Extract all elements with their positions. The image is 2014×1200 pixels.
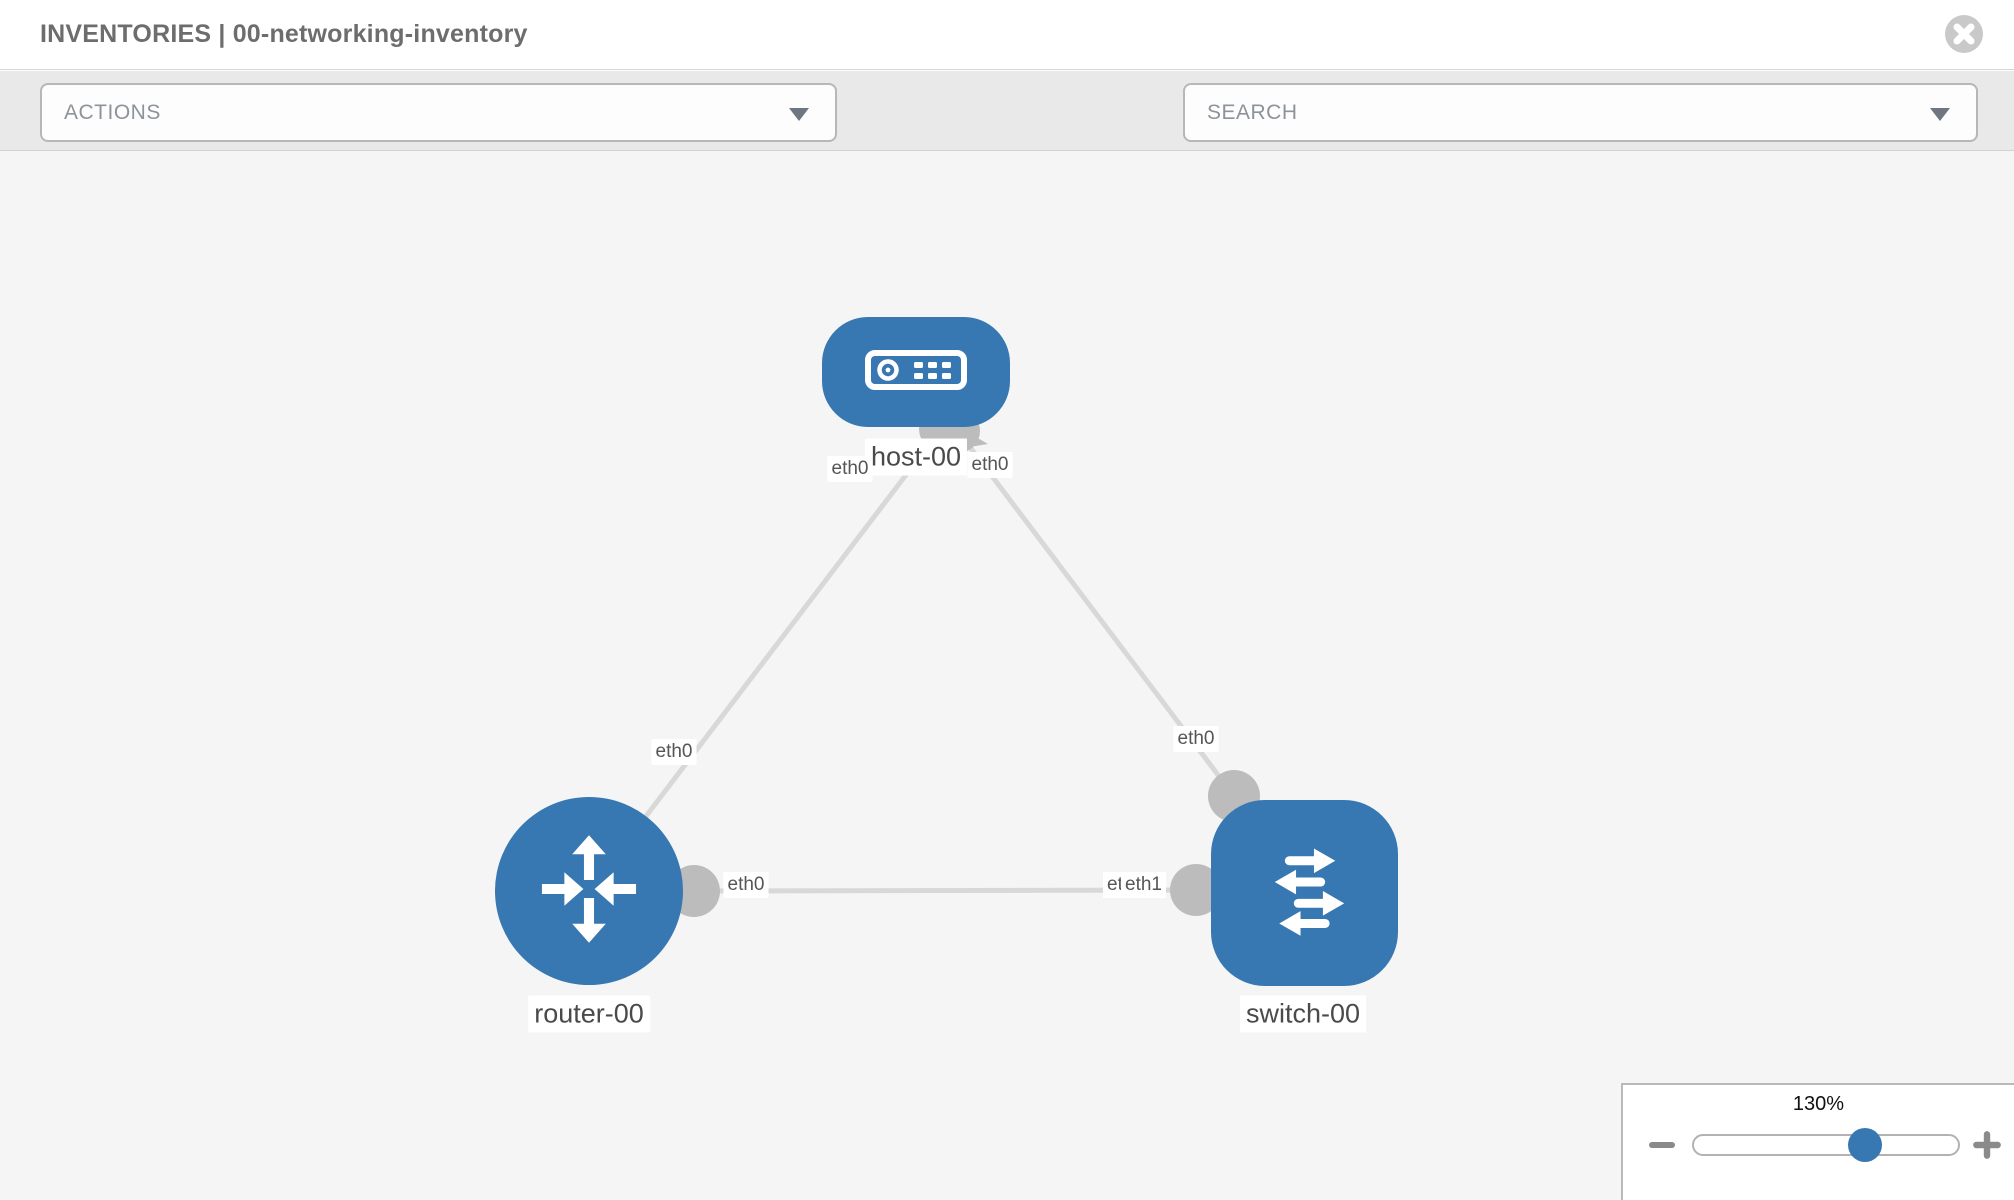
toolbar: ACTIONS SEARCH xyxy=(0,71,2014,203)
zoom-control-panel: 130% xyxy=(1621,1083,2014,1200)
minus-icon[interactable] xyxy=(1647,1130,1677,1165)
interface-label-router-eth0-to-switch: eth0 xyxy=(723,872,769,898)
switch-icon xyxy=(1249,835,1361,952)
topology-canvas[interactable]: host-00 router-00 switch-00 eth0 eth0 et… xyxy=(0,151,2014,1200)
page-title: INVENTORIES | 00-networking-inventory xyxy=(40,20,528,48)
search-dropdown-label: SEARCH xyxy=(1207,101,1298,124)
host-icon xyxy=(864,348,968,397)
node-label-host-00: host-00 xyxy=(864,438,968,476)
chevron-down-icon xyxy=(789,108,809,121)
chevron-down-icon xyxy=(1930,108,1950,121)
endpoint-switch-eth1 xyxy=(1170,864,1222,916)
header: INVENTORIES | 00-networking-inventory xyxy=(0,0,2014,70)
actions-dropdown-label: ACTIONS xyxy=(64,101,161,124)
interface-label-switch-eth1-to-router: eth1 xyxy=(1121,872,1166,898)
plus-icon[interactable] xyxy=(1971,1129,2003,1166)
node-host-00[interactable] xyxy=(822,317,1010,427)
node-router-00[interactable] xyxy=(495,797,683,985)
links-layer xyxy=(587,407,1260,917)
interface-label-switch-eth0-to-host: eth0 xyxy=(1173,726,1219,752)
search-dropdown[interactable]: SEARCH xyxy=(1183,83,1978,142)
interface-label-router-eth0-to-host: eth0 xyxy=(651,739,697,765)
close-icon[interactable] xyxy=(1944,14,1984,54)
router-icon xyxy=(533,833,645,950)
node-label-switch-00: switch-00 xyxy=(1239,995,1367,1033)
link-host-router[interactable] xyxy=(587,427,943,893)
node-switch-00[interactable] xyxy=(1211,800,1398,986)
zoom-slider-track[interactable] xyxy=(1692,1134,1960,1156)
interface-label-host-eth0-to-router: eth0 xyxy=(827,456,873,482)
actions-dropdown[interactable]: ACTIONS xyxy=(40,83,837,142)
interface-label-host-eth0-to-switch: eth0 xyxy=(967,452,1013,478)
zoom-slider-thumb[interactable] xyxy=(1848,1128,1882,1162)
node-label-router-00: router-00 xyxy=(528,995,650,1033)
zoom-level-value: 130% xyxy=(1792,1093,1845,1115)
